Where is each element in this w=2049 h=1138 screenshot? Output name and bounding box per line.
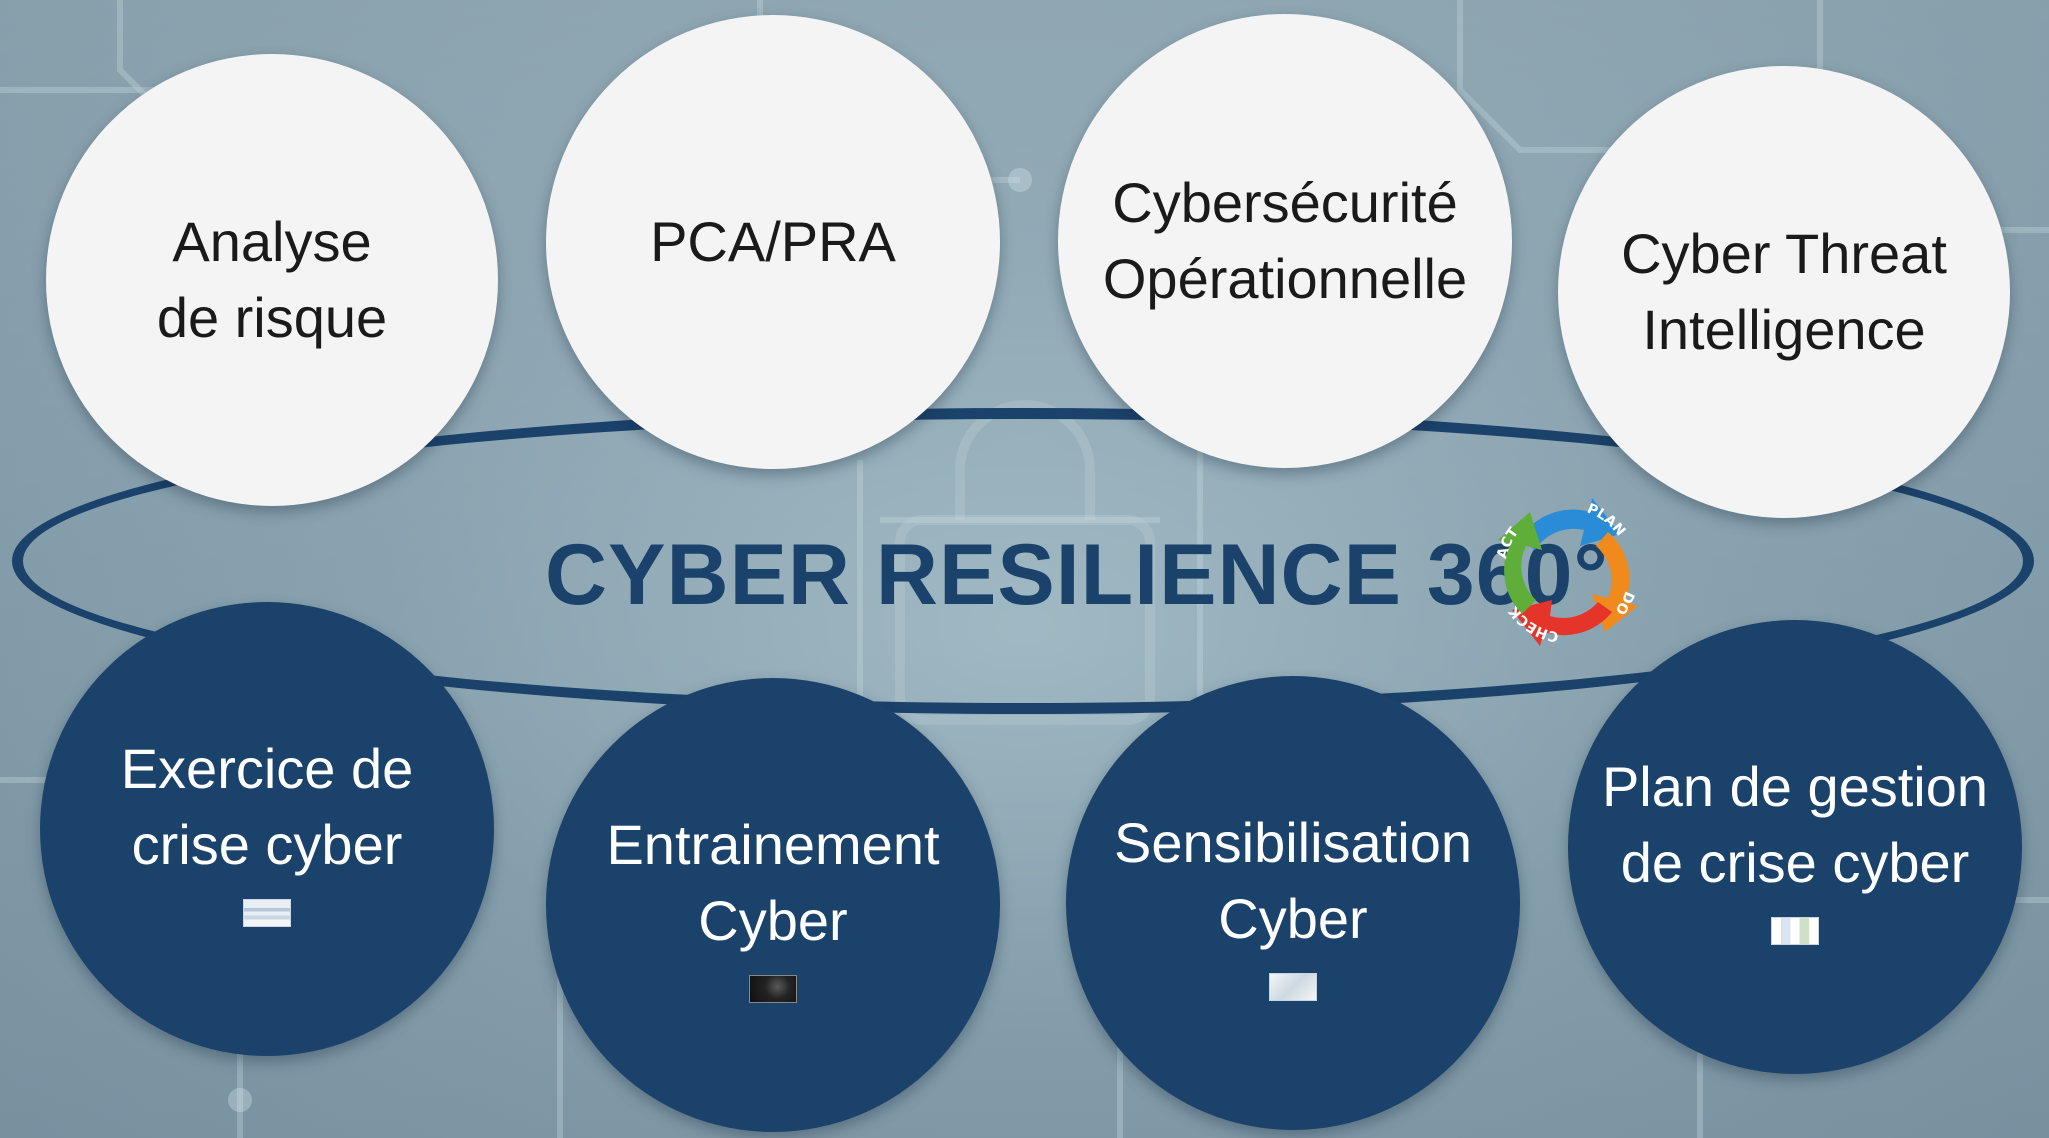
- node-plan-de-gestion-de-crise-cyber[interactable]: Plan de gestion de crise cyber: [1568, 620, 2022, 1074]
- node-exercice-de-crise-cyber[interactable]: Exercice de crise cyber: [40, 602, 494, 1056]
- node-label: Entrainement Cyber: [606, 813, 940, 952]
- thumbnail-image[interactable]: [1771, 917, 1819, 945]
- node-entrainement-cyber[interactable]: Entrainement Cyber: [546, 678, 1000, 1132]
- thumbnail-image[interactable]: [243, 899, 291, 927]
- node-analyse-de-risque[interactable]: Analyse de risque: [46, 54, 498, 506]
- node-label: Cybersécurité Opérationnelle: [1102, 171, 1468, 310]
- node-label: Plan de gestion de crise cyber: [1601, 755, 1989, 894]
- thumbnail-image[interactable]: [749, 975, 797, 1003]
- node-cybersecurite-operationnelle[interactable]: Cybersécurité Opérationnelle: [1058, 14, 1512, 468]
- node-label: Cyber Threat Intelligence: [1621, 222, 1947, 361]
- pdca-cycle-icon: PLAN DO CHECK ACT: [1494, 498, 1638, 646]
- node-label: Analyse de risque: [156, 210, 388, 349]
- node-cyber-threat-intelligence[interactable]: Cyber Threat Intelligence: [1558, 66, 2010, 518]
- diagram-title: CYBER RESILIENCE 360°: [545, 527, 1609, 623]
- node-sensibilisation-cyber[interactable]: Sensibilisation Cyber: [1066, 676, 1520, 1130]
- cycle-ellipse: [12, 408, 2034, 714]
- node-label: Exercice de crise cyber: [120, 737, 414, 876]
- thumbnail-image[interactable]: [1269, 973, 1317, 1001]
- node-label: Sensibilisation Cyber: [1114, 811, 1472, 950]
- node-pca-pra[interactable]: PCA/PRA: [546, 15, 1000, 469]
- node-label: PCA/PRA: [650, 210, 896, 273]
